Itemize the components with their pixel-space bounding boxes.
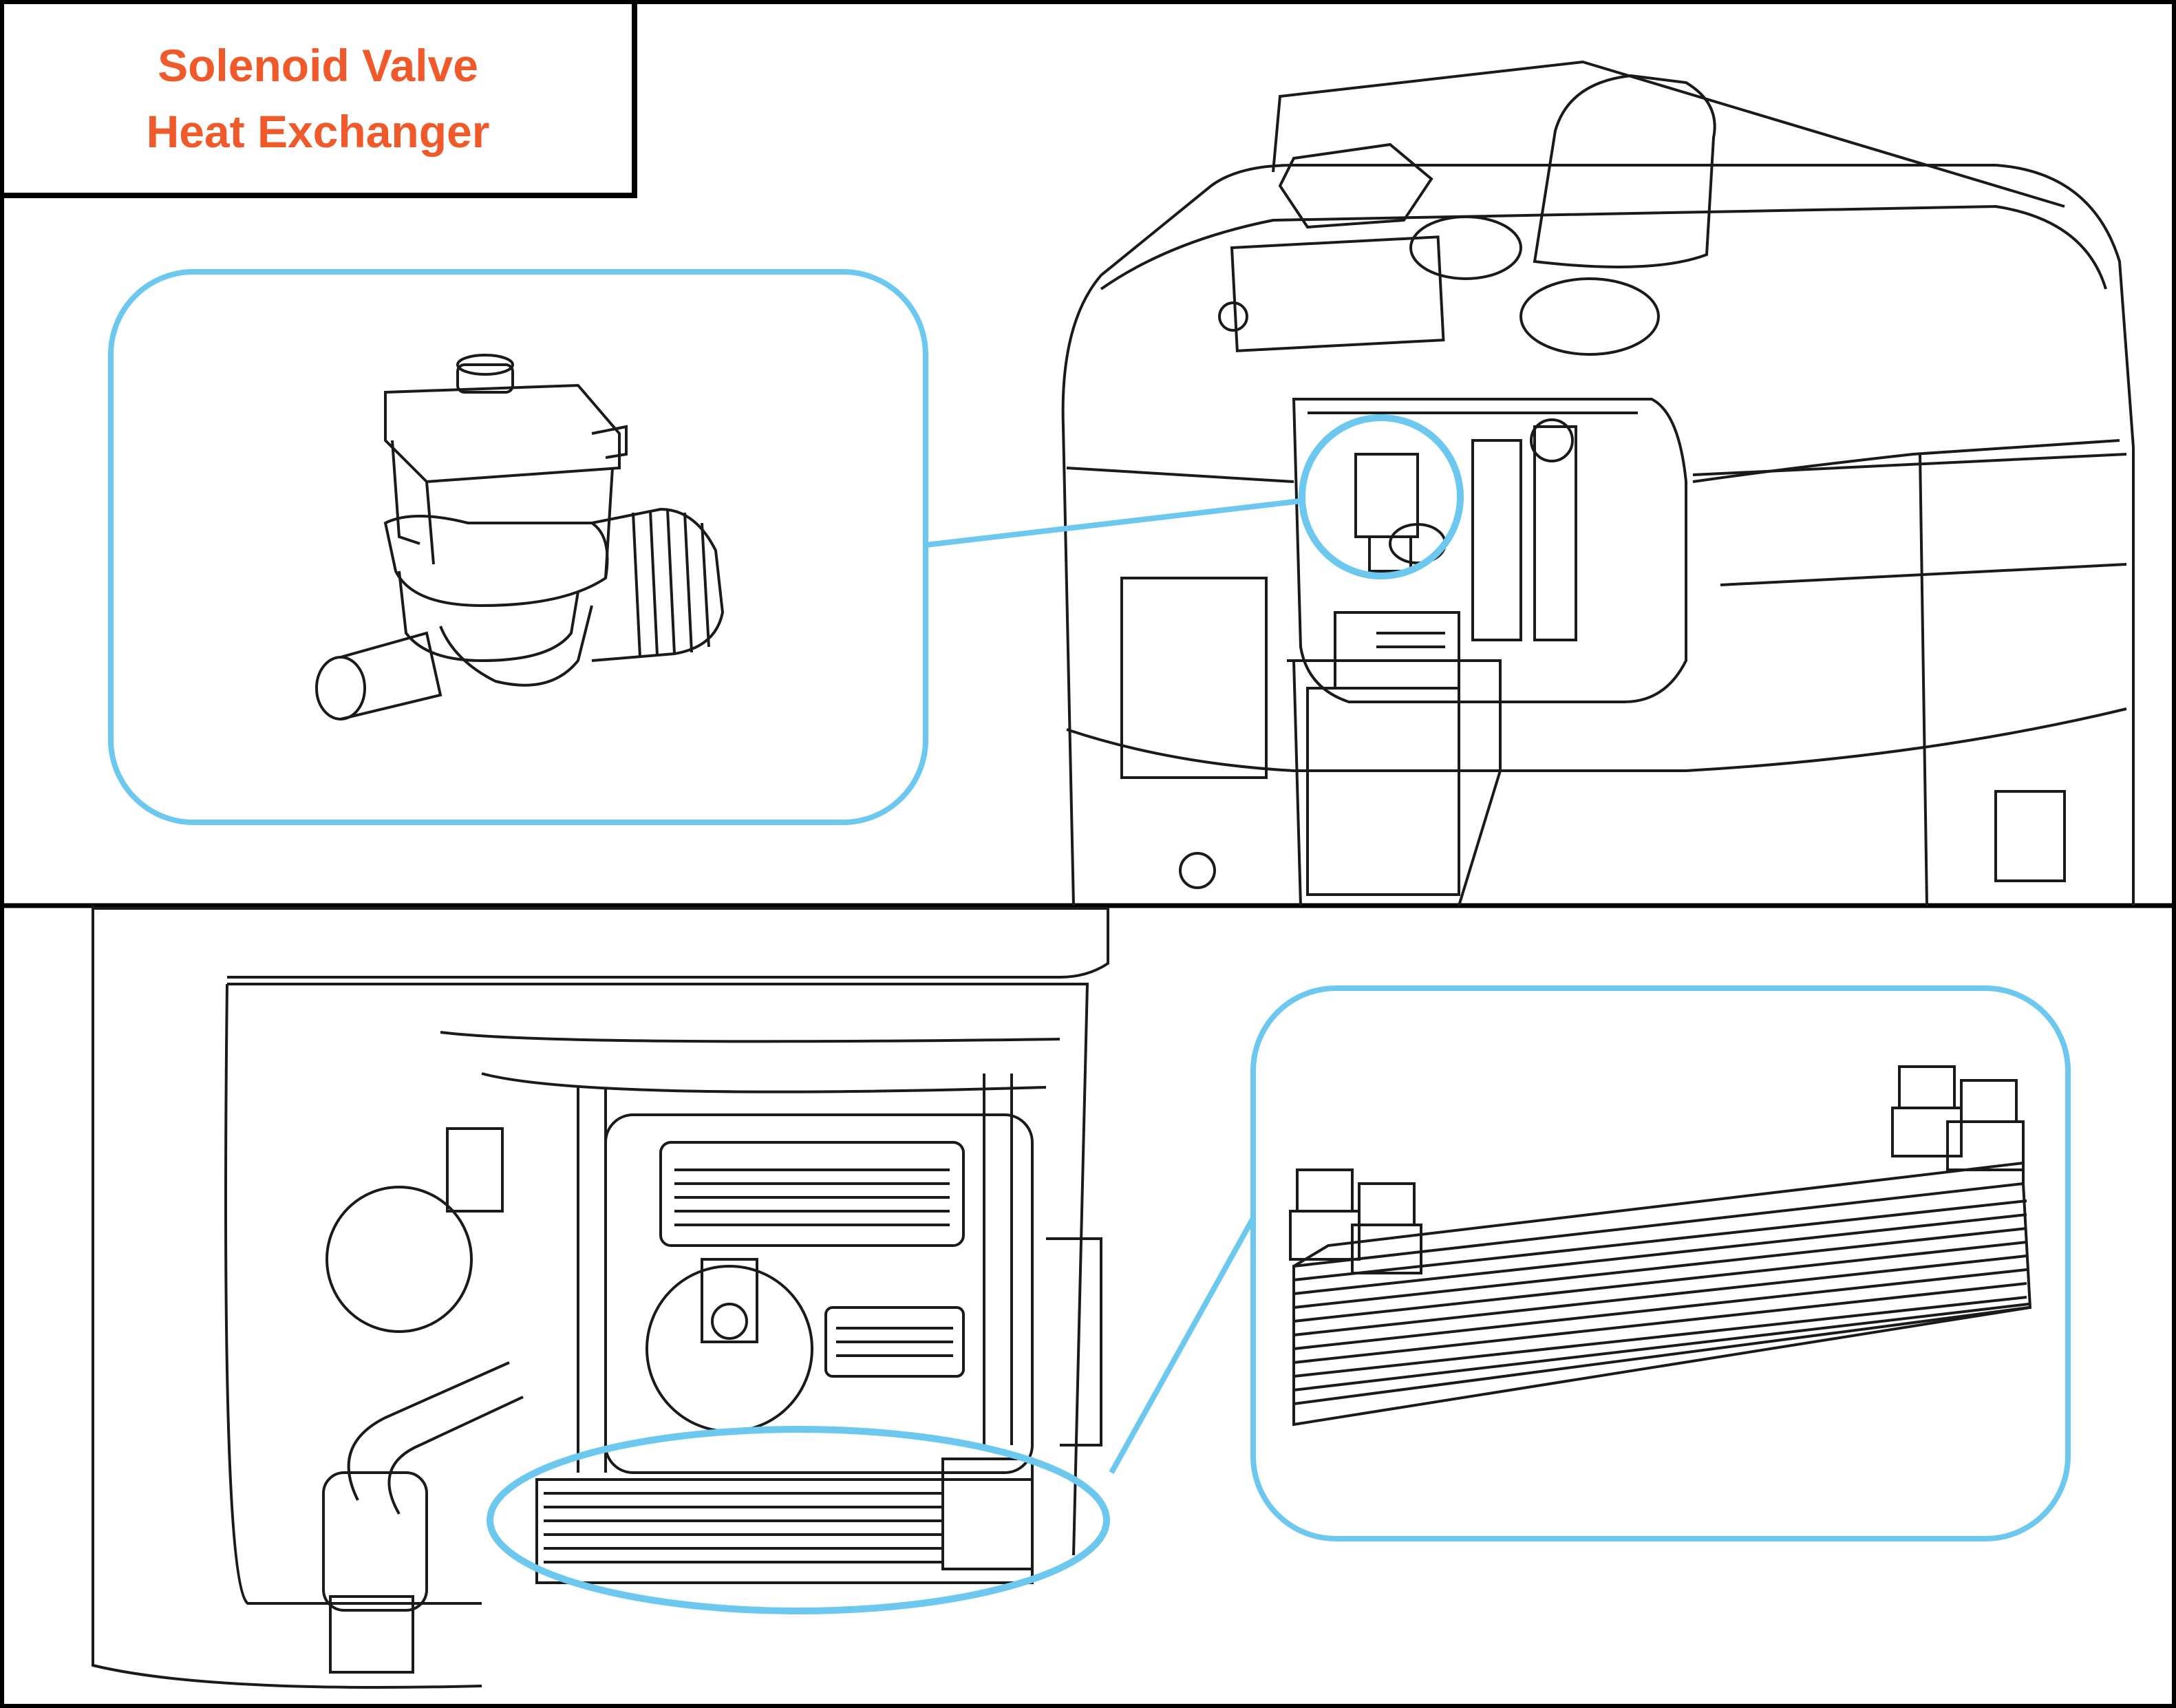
exchanger-plates xyxy=(1293,1199,2029,1405)
appliance-top-illustration xyxy=(1061,60,2135,906)
title-box: Solenoid Valve Heat Exchanger xyxy=(0,0,637,198)
heat-exchanger-leader-line xyxy=(1109,1217,1256,1474)
heat-exchanger-illustration xyxy=(1289,1065,2032,1427)
title-heat-exchanger: Heat Exchanger xyxy=(146,106,490,157)
solenoid-valve-leader-line xyxy=(925,498,1301,548)
appliance-bottom-illustration xyxy=(92,906,1109,1689)
heat-exchanger-highlight-ellipse xyxy=(487,1426,1110,1614)
exchanger-plates-small xyxy=(544,1492,943,1563)
valve-thread xyxy=(632,509,710,658)
heat-exchanger-callout xyxy=(1250,985,2071,1541)
solenoid-valve-highlight-circle xyxy=(1299,414,1464,579)
exchanger-ports xyxy=(1289,1065,2025,1274)
callouts xyxy=(108,269,2071,1614)
solenoid-valve-illustration xyxy=(315,354,725,720)
solenoid-valve-callout xyxy=(108,269,928,825)
title-solenoid-valve: Solenoid Valve xyxy=(158,40,478,91)
